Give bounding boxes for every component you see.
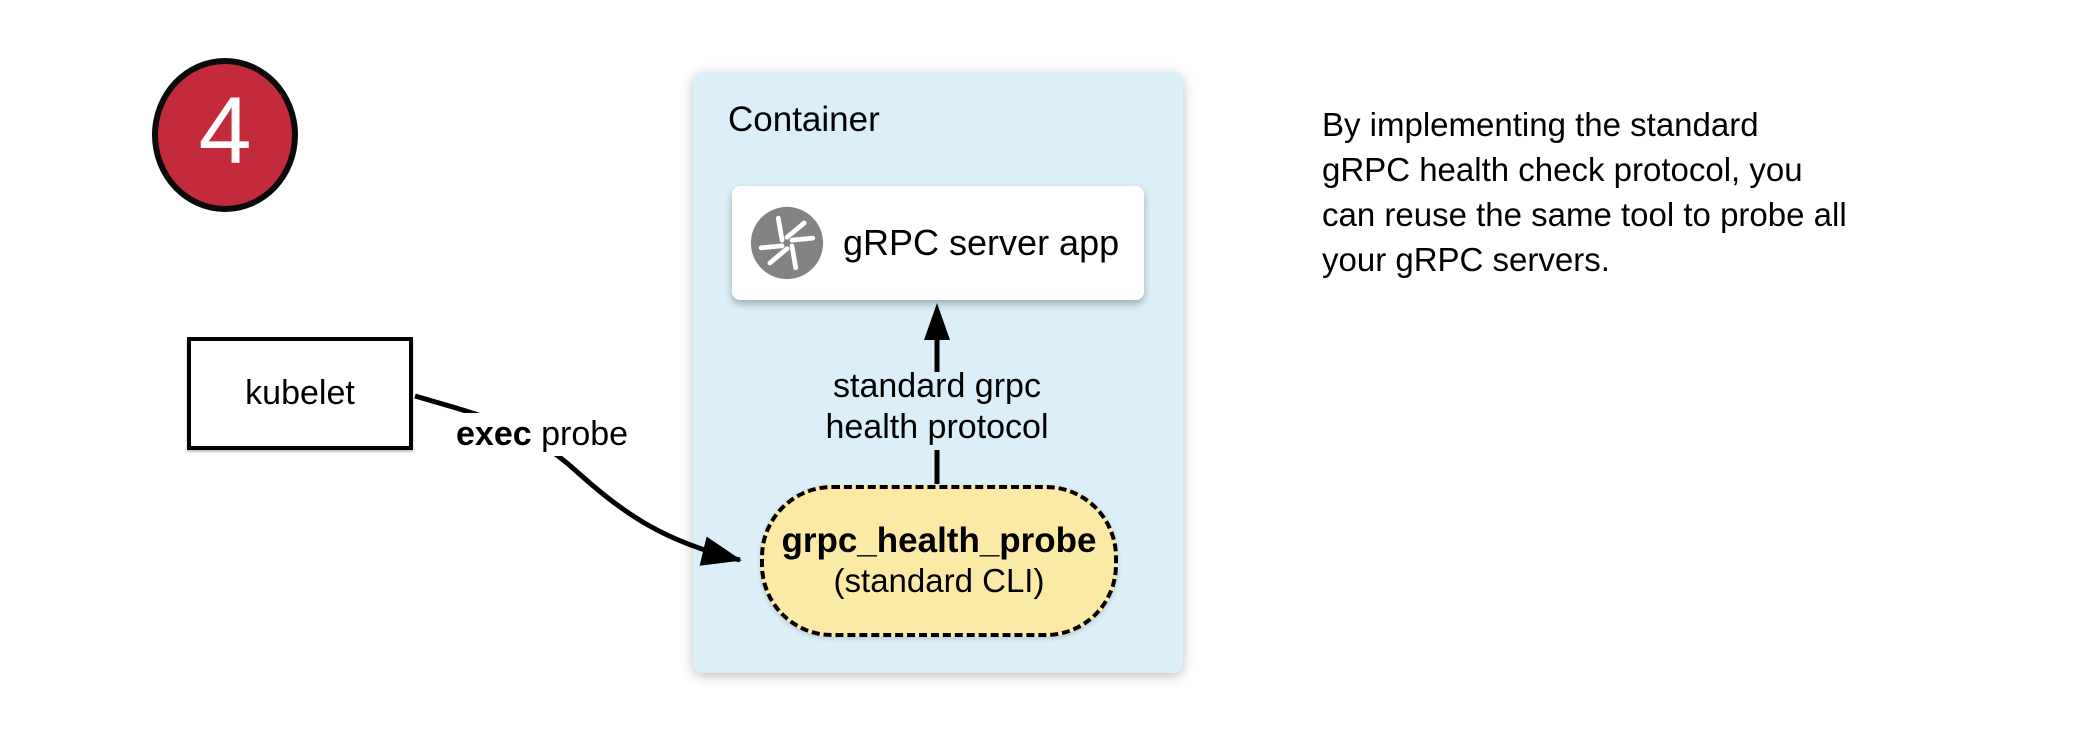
probe-pill-subtitle: (standard CLI)	[833, 562, 1045, 599]
step-number: 4	[198, 77, 252, 184]
grpc-aperture-icon	[749, 205, 825, 281]
step-badge: 4	[152, 58, 298, 212]
grpc-server-box: gRPC server app	[732, 186, 1144, 300]
note-line: By implementing the standard	[1322, 106, 1759, 143]
exec-probe-label-rest: probe	[531, 415, 629, 453]
note-line: your gRPC servers.	[1322, 241, 1610, 278]
health-protocol-label-line1: standard grpc	[833, 367, 1041, 405]
note-line: gRPC health check protocol, you	[1322, 151, 1803, 188]
grpc-server-label: gRPC server app	[843, 222, 1120, 263]
probe-pill-title: grpc_health_probe	[781, 521, 1097, 560]
health-protocol-label: standard grpc health protocol	[787, 366, 1087, 448]
health-protocol-label-line2: health protocol	[825, 408, 1049, 446]
container-title: Container	[728, 100, 880, 139]
note-line: can reuse the same tool to probe all	[1322, 196, 1847, 233]
exec-probe-label: exec probe	[450, 413, 635, 456]
kubelet-box: kubelet	[187, 337, 413, 450]
probe-pill: grpc_health_probe (standard CLI)	[760, 485, 1118, 637]
exec-probe-label-bold: exec	[456, 415, 532, 453]
note-text: By implementing the standard gRPC health…	[1322, 102, 1902, 282]
container-box: Container gRPC server app	[693, 72, 1183, 673]
kubelet-label: kubelet	[245, 374, 355, 412]
